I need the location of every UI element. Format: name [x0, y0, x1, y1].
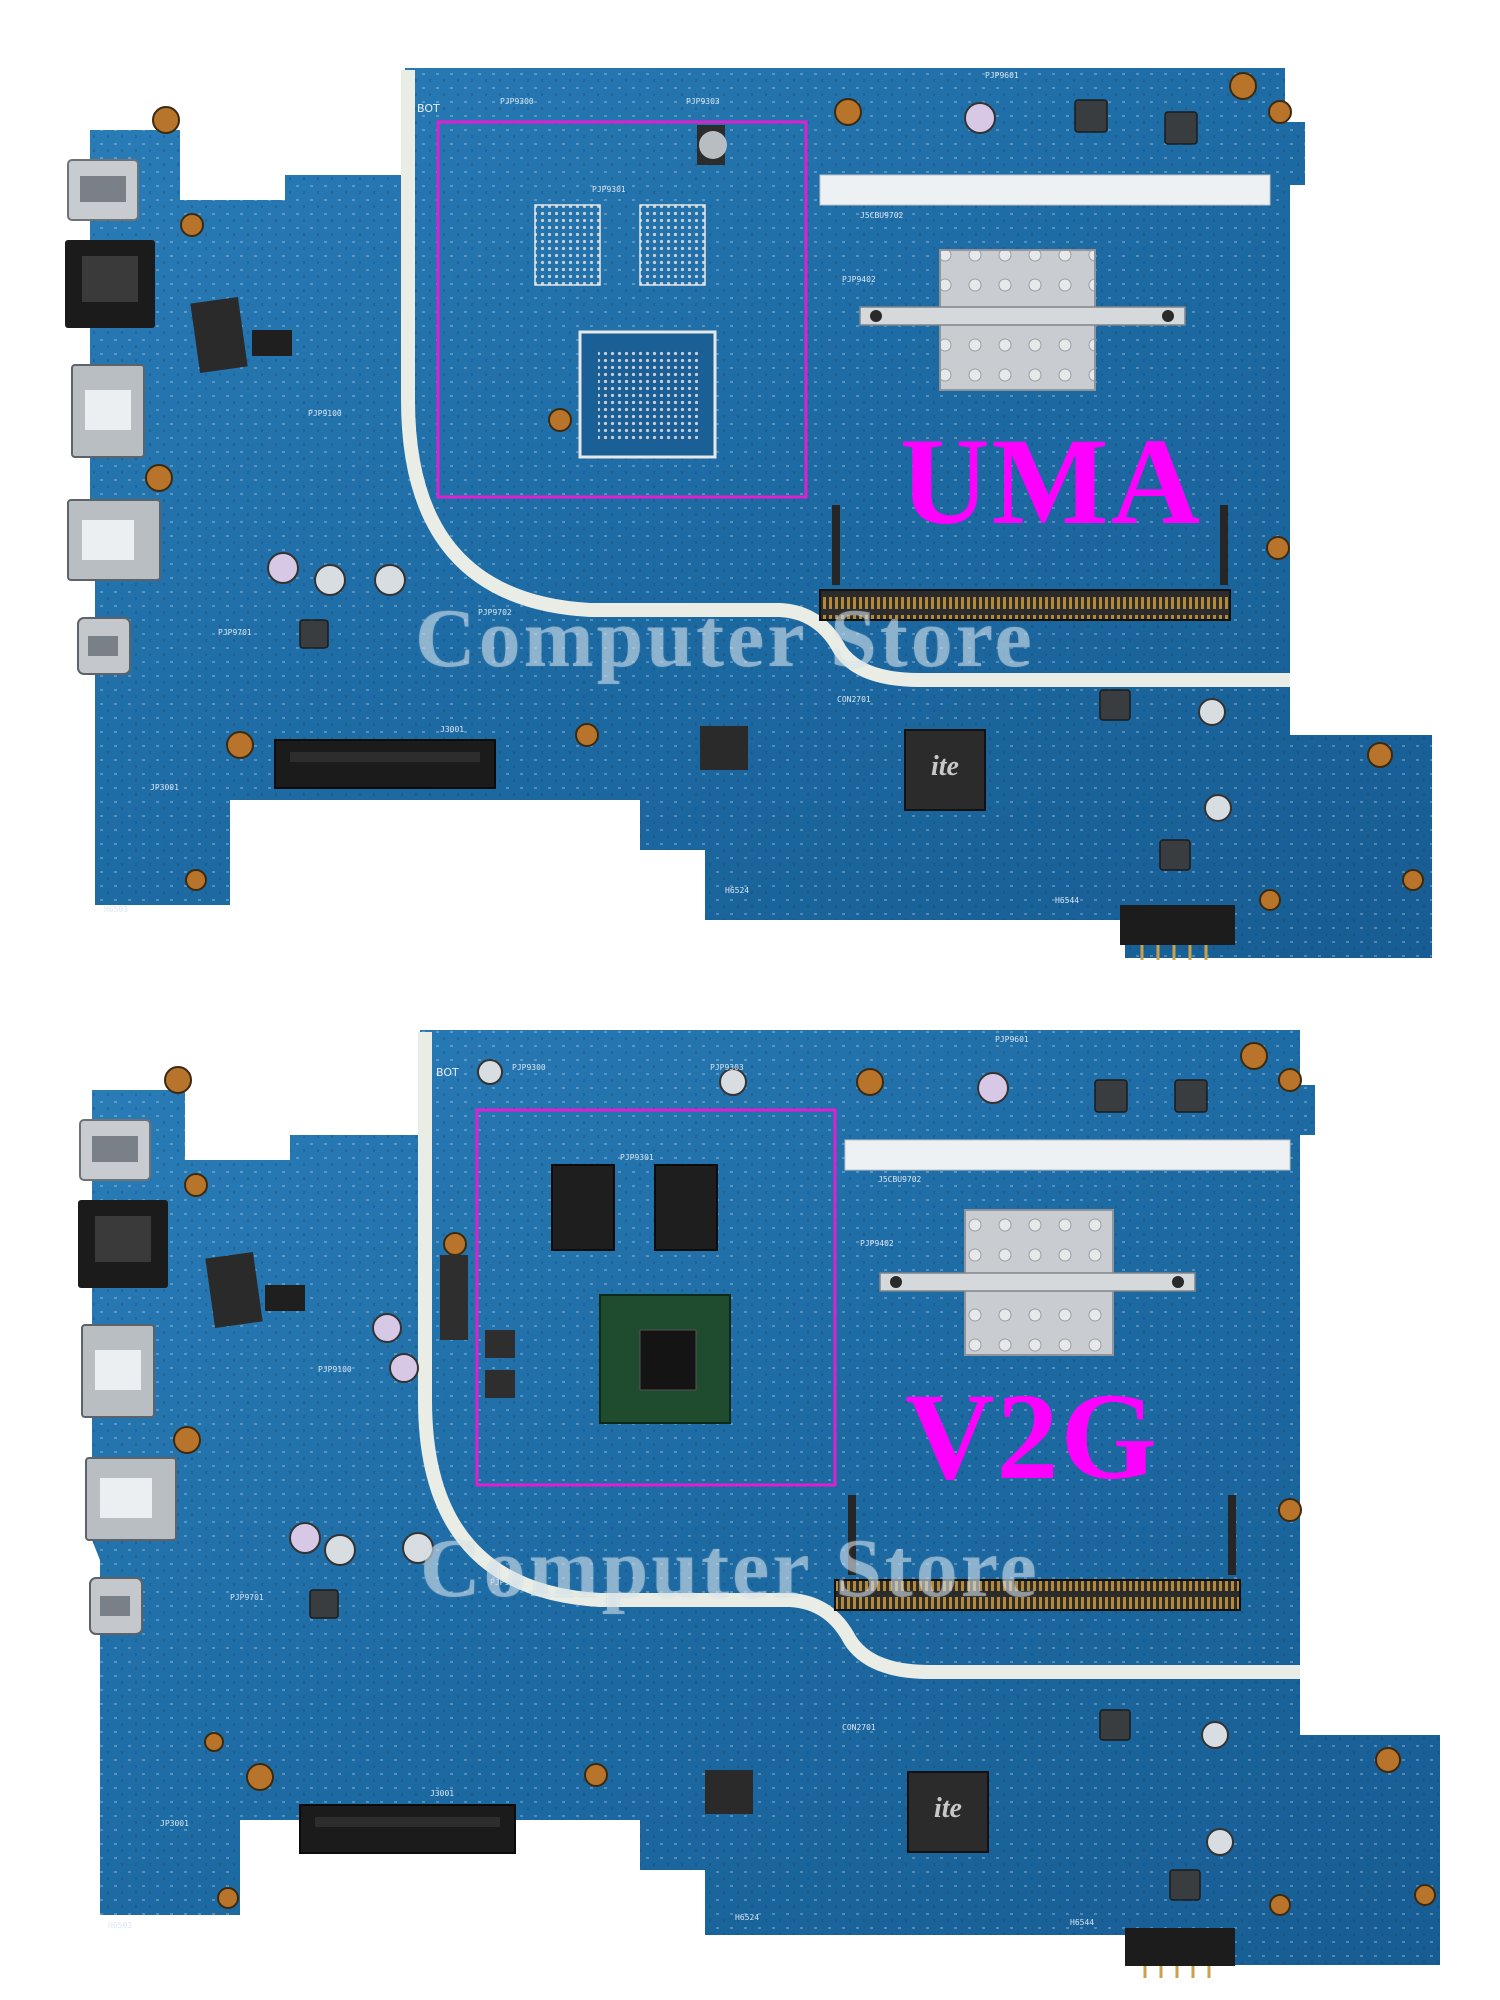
- label-sticker-strip: [819, 174, 1271, 206]
- sata-connector: [299, 1804, 516, 1854]
- variant-label-uma: UMA: [900, 413, 1203, 550]
- watermark-top: Computer Store: [415, 592, 1035, 685]
- silk-ref-4: PJP9601: [995, 1035, 1029, 1044]
- silk-ref-14: J5CBU9702: [860, 211, 904, 220]
- silk-ref-11: H6503: [108, 1921, 132, 1930]
- silk-ref-1: PJP9300: [512, 1063, 546, 1072]
- gpu-footprint-empty: [534, 125, 727, 459]
- silk-ref-12: H6524: [735, 1913, 759, 1922]
- gpu-area-highlight: [475, 1108, 837, 1487]
- silk-ref-11: H6503: [104, 905, 128, 914]
- cpu-heat-plate: [859, 249, 1186, 391]
- silk-ref-7: PJP9702: [490, 1578, 524, 1587]
- silk-ref-13: H6544: [1070, 1918, 1094, 1927]
- left-io-connectors: [65, 159, 161, 675]
- silkscreen-side: BOT: [417, 102, 440, 115]
- gpu-and-vram: [440, 1164, 731, 1424]
- silk-ref-6: PJP9701: [230, 1593, 264, 1602]
- silk-ref-13: H6544: [1055, 896, 1079, 905]
- cpu-heat-plate: [879, 1209, 1196, 1356]
- silk-ref-3: PJP9303: [710, 1063, 744, 1072]
- ec-chip-logo: ite: [931, 751, 959, 782]
- heatpipe-trace: [401, 70, 1290, 687]
- sodimm-slot: [834, 1495, 1241, 1611]
- sata-connector: [274, 739, 496, 789]
- silk-ref-8: CON2701: [837, 695, 871, 704]
- heatpipe-trace: [418, 1032, 1300, 1679]
- silk-ref-15: PJP9402: [842, 275, 876, 284]
- silk-ref-7: PJP9702: [478, 608, 512, 617]
- io-chip: [252, 330, 292, 356]
- silkscreen-side: BOT: [436, 1066, 459, 1079]
- silk-ref-8: CON2701: [842, 1723, 876, 1732]
- silk-ref-3: PJP9303: [686, 97, 720, 106]
- silk-ref-2: PJP9301: [592, 185, 626, 194]
- motherboard-photo-uma: ite BOT PJP9300 PJP9301 PJP9303 PJP9601 …: [65, 68, 1432, 960]
- sodimm-slot: [819, 505, 1231, 621]
- silk-ref-15: PJP9402: [860, 1239, 894, 1248]
- inductors: [299, 99, 1198, 871]
- battery-connector: [1120, 905, 1235, 960]
- silk-ref-2: PJP9301: [620, 1153, 654, 1162]
- silk-ref-14: J5CBU9702: [878, 1175, 922, 1184]
- pcb-board-v2g: ite BOT PJP9300 PJP9301 PJP9303 PJP9601 …: [78, 1030, 1440, 1978]
- lan-chip: [190, 297, 248, 373]
- left-io-connectors: [78, 1119, 177, 1635]
- silk-ref-9: J3001: [430, 1789, 454, 1798]
- silk-ref-10: JP3001: [150, 783, 179, 792]
- capacitors: [289, 1059, 1234, 1856]
- io-chip: [265, 1285, 305, 1311]
- mounting-holes: [164, 1042, 1436, 1916]
- silk-ref-12: H6524: [725, 886, 749, 895]
- ec-chip: ite: [904, 729, 986, 811]
- silk-ref-6: PJP9701: [218, 628, 252, 637]
- ec-chip-logo: ite: [934, 1793, 962, 1824]
- motherboard-photo-v2g: ite BOT PJP9300 PJP9301 PJP9303 PJP9601 …: [0, 1000, 1500, 2000]
- pcb-board-uma: ite BOT PJP9300 PJP9301 PJP9303 PJP9601 …: [65, 68, 1432, 960]
- small-chip: [705, 1770, 753, 1814]
- silk-ref-1: PJP9300: [500, 97, 534, 106]
- silk-ref-9: J3001: [440, 725, 464, 734]
- label-sticker-strip: [844, 1139, 1291, 1171]
- inductors: [309, 1079, 1208, 1901]
- watermark-bottom: Computer Store: [420, 1522, 1040, 1615]
- variant-label-v2g: V2G: [905, 1368, 1159, 1505]
- capacitors: [267, 102, 1232, 822]
- gpu-area-highlight: [436, 120, 808, 499]
- ec-chip: ite: [907, 1771, 989, 1853]
- silk-ref-5: PJP9100: [308, 409, 342, 418]
- silk-ref-5: PJP9100: [318, 1365, 352, 1374]
- silk-ref-4: PJP9601: [985, 71, 1019, 80]
- silk-ref-10: JP3001: [160, 1819, 189, 1828]
- small-chip: [700, 726, 748, 770]
- battery-connector: [1125, 1928, 1235, 1978]
- mounting-holes: [145, 72, 1424, 911]
- lan-chip: [205, 1252, 263, 1328]
